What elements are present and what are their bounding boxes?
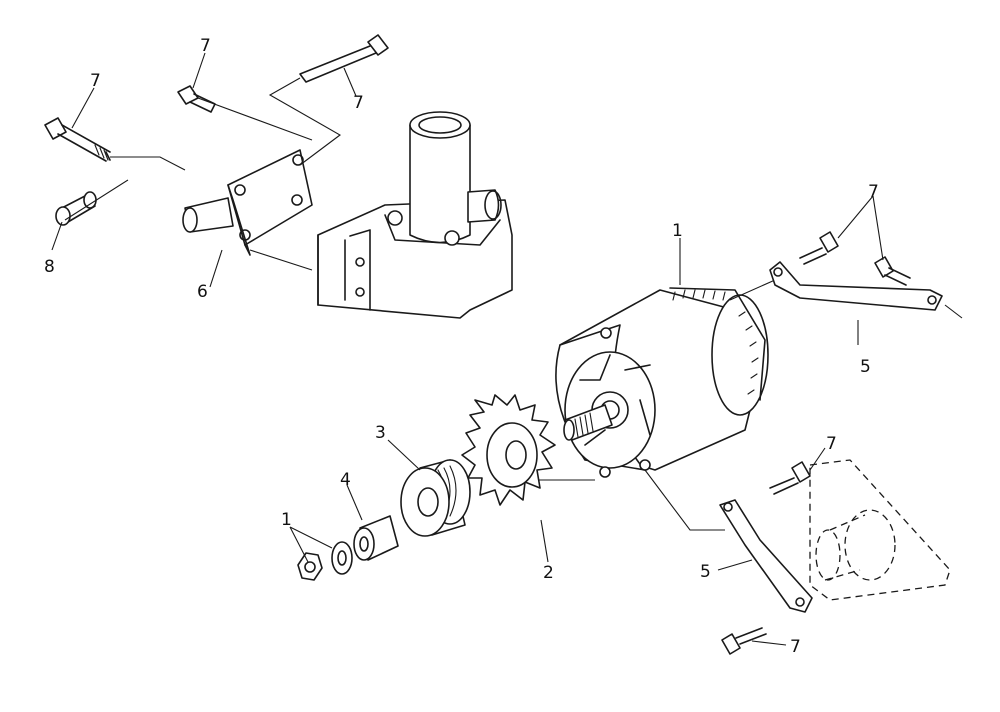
callout-7-bolt: 7: [790, 637, 801, 657]
mounting-bracket: [182, 149, 313, 256]
collar-sleeve: [353, 515, 399, 561]
bearing-plate-dashed: [809, 459, 951, 601]
washer: [331, 541, 353, 575]
bolt: [769, 461, 811, 495]
callout-6-bracket: 6: [197, 282, 208, 302]
adjusting-bracket-upper: [769, 261, 943, 311]
bolt: [721, 627, 767, 655]
callout-8-spacer: 8: [44, 257, 55, 277]
spacer-sleeve: [55, 191, 97, 226]
adjusting-bracket-lower: [719, 499, 813, 613]
bolt: [177, 85, 216, 113]
callout-7-bolt: 7: [353, 93, 364, 113]
callout-7-bolt: 7: [200, 36, 211, 56]
nut: [297, 552, 323, 581]
fan: [461, 394, 556, 506]
pulley: [400, 459, 471, 537]
callout-2-fan: 2: [543, 563, 554, 583]
callout-7-bolt: 7: [826, 434, 837, 454]
alternator: [555, 287, 769, 478]
bolt: [874, 256, 911, 286]
callout-5-lower-bracket: 5: [700, 562, 711, 582]
callout-3-pulley: 3: [375, 423, 386, 443]
callout-7-bolt: 7: [90, 71, 101, 91]
callout-4-collar: 4: [340, 470, 351, 490]
leader-lines: [51, 52, 884, 646]
bolt: [799, 231, 839, 265]
bolt: [299, 34, 389, 83]
callout-5-upper-bracket: 5: [860, 357, 871, 377]
water-pump-housing: [317, 111, 513, 319]
callout-1-nut-washer: 1: [281, 510, 292, 530]
callout-1-alternator: 1: [672, 221, 683, 241]
callout-7-bolt: 7: [868, 182, 879, 202]
bolt: [44, 117, 111, 162]
